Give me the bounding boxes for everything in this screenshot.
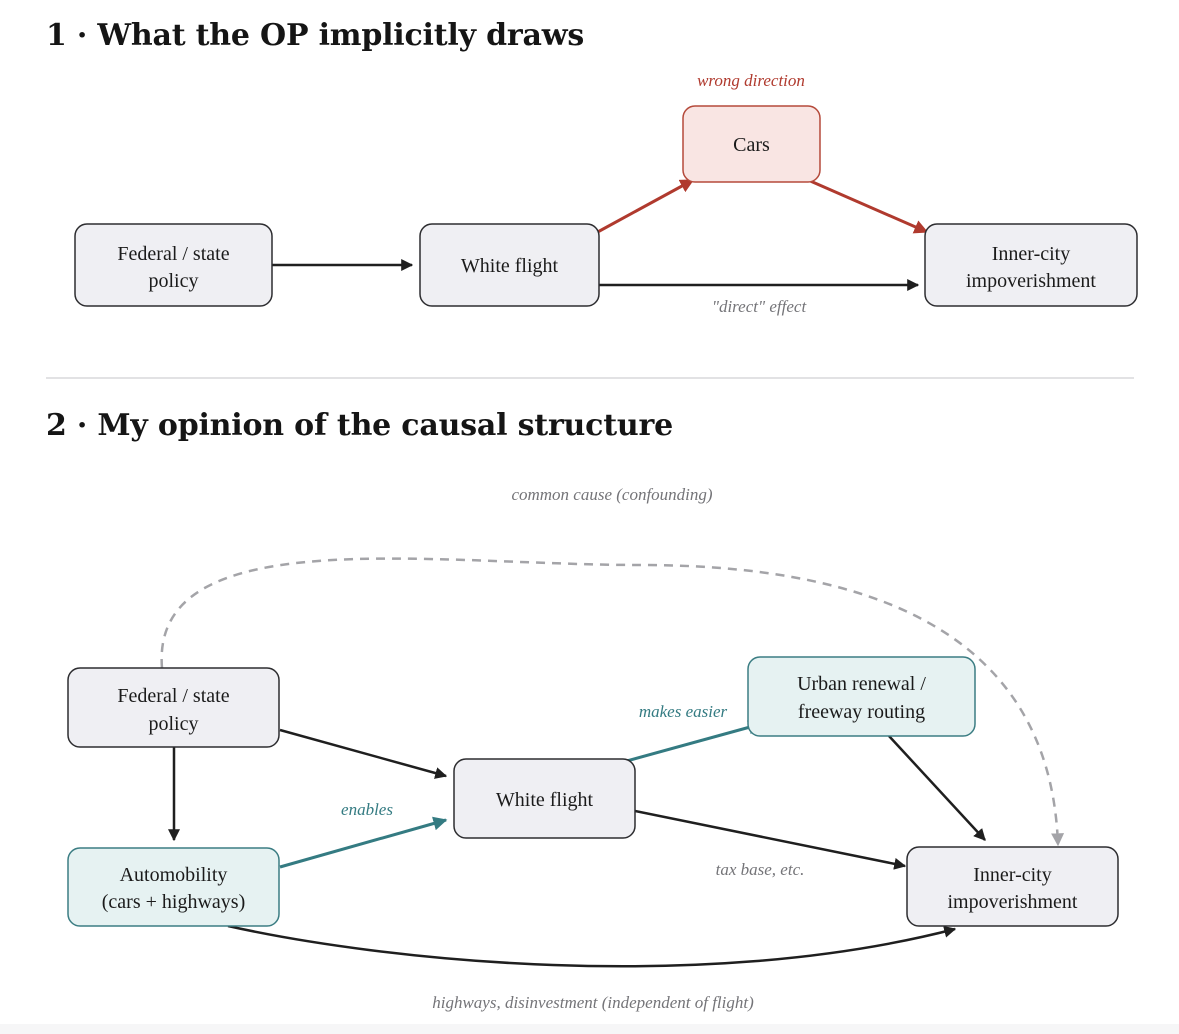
section-divider xyxy=(46,377,1134,379)
node-label-line: policy xyxy=(149,713,199,735)
label-common-cause: common cause (confounding) xyxy=(511,485,712,504)
node-white-flight: White flight xyxy=(453,758,636,839)
node-inner-city-impoverishment: Inner-city impoverishment xyxy=(906,846,1119,927)
section-2-heading: 2 · My opinion of the causal structure xyxy=(46,408,673,443)
node-label-line: impoverishment xyxy=(948,891,1078,913)
node-label-line: Federal / state xyxy=(117,243,229,265)
section-2-diagram: Federal / state policy White flight Auto… xyxy=(67,485,1119,1012)
node-urban-renewal-freeway-routing: Urban renewal / freeway routing xyxy=(747,656,976,737)
label-direct-effect: "direct" effect xyxy=(712,297,808,316)
node-cars: Cars xyxy=(682,105,821,183)
label-makes-easier: makes easier xyxy=(639,702,728,721)
node-label-line: impoverishment xyxy=(966,270,1096,292)
edge-white-flight-to-impoverishment xyxy=(634,809,907,870)
edge-cars-to-impoverishment xyxy=(807,178,929,234)
node-label-line: Inner-city xyxy=(992,243,1070,265)
node-label-line: Federal / state xyxy=(117,685,229,707)
node-label-line: Inner-city xyxy=(973,864,1051,886)
node-label-line: Automobility xyxy=(120,864,228,886)
node-label-line: Cars xyxy=(733,134,770,156)
node-automobility: Automobility (cars + highways) xyxy=(67,847,280,927)
page-bottom-strip xyxy=(0,1024,1179,1034)
label-enables: enables xyxy=(341,800,393,819)
node-white-flight: White flight xyxy=(419,223,600,307)
node-label-line: (cars + highways) xyxy=(102,891,245,913)
edge-policy-to-impoverishment-confounding xyxy=(160,557,1065,847)
node-federal-state-policy: Federal / state policy xyxy=(67,667,280,748)
label-highways-disinvestment: highways, disinvestment (independent of … xyxy=(432,993,754,1012)
label-tax-base: tax base, etc. xyxy=(716,860,805,879)
edge-automobility-to-white-flight xyxy=(279,816,448,869)
edge-white-flight-to-cars xyxy=(593,178,695,236)
node-federal-state-policy: Federal / state policy xyxy=(74,223,273,307)
edge-policy-to-white-flight xyxy=(279,728,448,779)
edge-urban-renewal-to-impoverishment xyxy=(888,735,986,841)
node-label-line: Urban renewal / xyxy=(797,673,926,695)
node-label-line: policy xyxy=(149,270,199,292)
section-1-heading: 1 · What the OP implicitly draws xyxy=(46,18,585,53)
node-inner-city-impoverishment: Inner-city impoverishment xyxy=(924,223,1138,307)
edge-automobility-to-impoverishment xyxy=(227,924,957,968)
edge-white-flight-to-urban-renewal xyxy=(611,720,763,767)
label-wrong-direction: wrong direction xyxy=(697,71,805,90)
node-label-line: White flight xyxy=(461,255,559,277)
section-1-diagram: Federal / state policy White flight Cars… xyxy=(74,71,1138,316)
node-label-line: freeway routing xyxy=(798,701,925,723)
node-label-line: White flight xyxy=(496,789,594,811)
